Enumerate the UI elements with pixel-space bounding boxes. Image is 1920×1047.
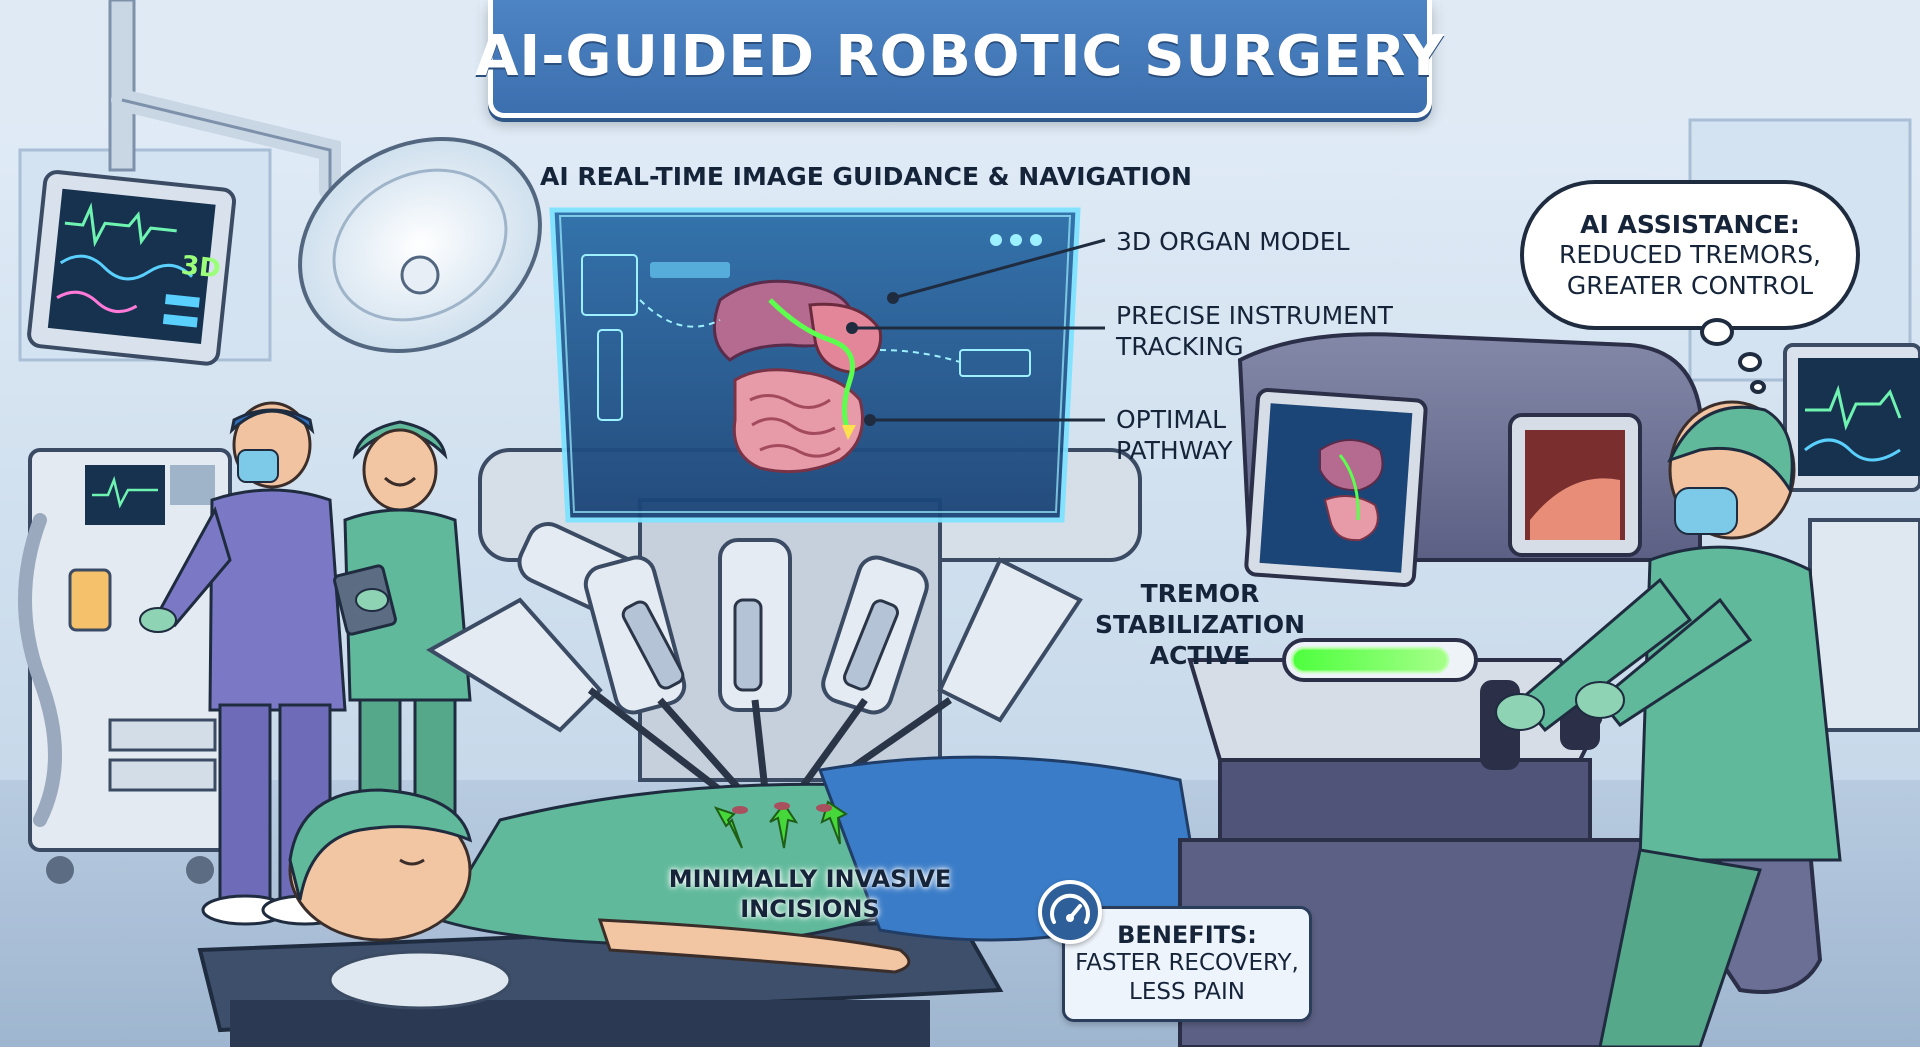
thought-dot-medium (1738, 352, 1762, 372)
callout-optimal-pathway: OPTIMAL PATHWAY (1116, 404, 1233, 466)
ai-hologram-display (549, 207, 1081, 523)
instrument-3 (751, 699, 769, 791)
monitor-3d-badge: 3D (180, 251, 223, 285)
tremor-line1: TREMOR (1140, 579, 1260, 608)
tremor-stabilization-label: TREMOR STABILIZATION ACTIVE (1080, 578, 1320, 671)
ceiling-boom (108, 0, 136, 172)
benefits-line1: FASTER RECOVERY, (1075, 950, 1299, 976)
speedometer-icon (1038, 880, 1102, 944)
title-banner: AI-GUIDED ROBOTIC SURGERY (475, 0, 1444, 118)
wall-monitor-right (1783, 343, 1920, 492)
ceiling-panel-right (1440, 0, 1920, 120)
page-title: AI-GUIDED ROBOTIC SURGERY (475, 24, 1445, 89)
stomach-model (808, 302, 883, 374)
instrument-tracking-path (768, 298, 855, 431)
incision-arrow-1 (713, 806, 743, 849)
surgical-lamp (298, 136, 542, 354)
incisions-label: MINIMALLY INVASIVE INCISIONS (640, 864, 980, 924)
anesthesia-machine (18, 448, 232, 884)
thought-dot-small (1750, 380, 1766, 394)
benefits-title: BENEFITS: (1117, 921, 1257, 949)
callout-tracking-line2: TRACKING (1116, 332, 1244, 361)
benefits-line2: LESS PAIN (1129, 979, 1245, 1005)
callout-organ-model-text: 3D ORGAN MODEL (1116, 227, 1350, 256)
callout-pathway-line2: PATHWAY (1116, 436, 1233, 465)
instrument-2 (657, 697, 743, 793)
ai-assistance-title: AI ASSISTANCE: (1580, 209, 1800, 239)
ceiling-panel-left (0, 0, 480, 120)
console-surgeon (1495, 400, 1842, 1047)
tremor-line2: STABILIZATION (1094, 610, 1306, 639)
vitals-monitor (27, 170, 237, 366)
equipment-rack-right (1808, 518, 1920, 732)
ai-assistance-line2: GREATER CONTROL (1566, 270, 1814, 300)
ai-assistance-thought-bubble: AI ASSISTANCE: REDUCED TREMORS, GREATER … (1520, 180, 1860, 330)
ai-assistance-line1: REDUCED TREMORS, (1558, 239, 1822, 269)
callout-3d-organ-model: 3D ORGAN MODEL (1116, 226, 1350, 257)
instrument-4 (797, 697, 868, 793)
callout-line-organ (892, 238, 1106, 300)
incision-arrow-3 (820, 800, 848, 845)
tremor-line3: ACTIVE (1149, 641, 1251, 670)
callout-tracking-line1: PRECISE INSTRUMENT (1116, 301, 1393, 330)
benefits-box: BENEFITS: FASTER RECOVERY, LESS PAIN (1062, 906, 1312, 1022)
pillow (328, 950, 512, 1010)
nurse-green-scrubs (333, 420, 472, 832)
callout-instrument-tracking: PRECISE INSTRUMENT TRACKING (1116, 300, 1393, 362)
thought-dot-large (1700, 318, 1734, 346)
incisions-line1: MINIMALLY INVASIVE (668, 865, 952, 893)
guidance-heading: AI REAL-TIME IMAGE GUIDANCE & NAVIGATION (540, 162, 1192, 191)
callout-pathway-line1: OPTIMAL (1116, 405, 1226, 434)
instrument-1 (587, 687, 723, 793)
incisions-line2: INCISIONS (740, 895, 880, 923)
speedometer-glyph (1050, 893, 1090, 924)
lamp-handle (400, 255, 440, 295)
patient (288, 755, 1202, 1010)
